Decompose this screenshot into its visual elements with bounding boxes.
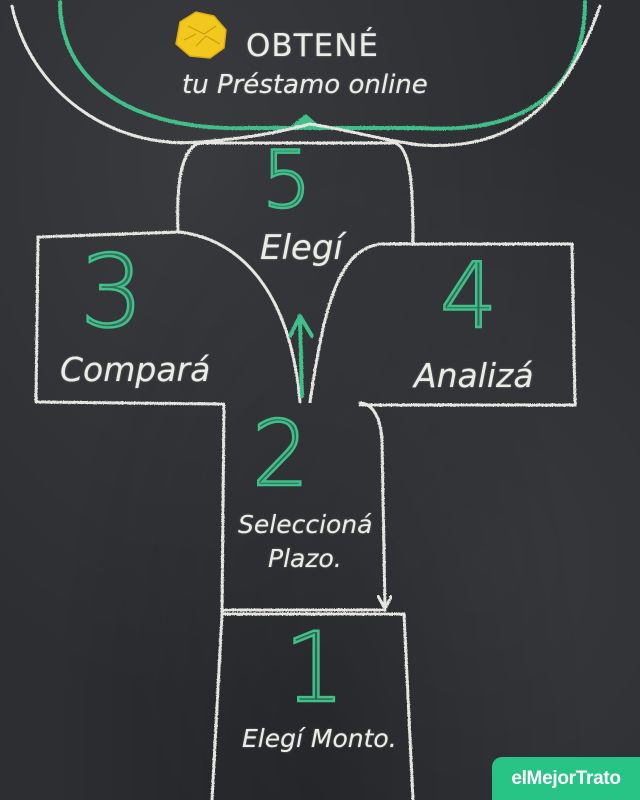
step-label-1: Elegí Monto. [242,724,397,753]
brand-logo: elMejorTrato [492,757,640,800]
step-label-3: Compará [60,350,211,389]
box-step-1 [210,612,415,800]
step-label-2-line-1: Seleccioná [238,510,373,539]
step-arrow-2-to-5 [288,314,314,398]
box-2-arrowhead [376,594,393,613]
step-number-5: 5 [261,136,313,226]
step-label-5: Elegí [260,228,343,268]
box-step-3 [34,230,302,406]
step-number-2: 2 [251,402,311,507]
step-number-3: 3 [79,233,145,350]
goal-outline [10,4,602,148]
step-label-4: Analizá [414,356,534,395]
step-number-1: 1 [283,612,347,724]
box-step-5 [176,141,415,244]
box-step-2 [220,401,387,614]
goal-subtitle: tu Préstamo online [182,70,428,100]
box-step-4 [308,242,577,407]
step-label-2-line-2: Plazo. [268,544,342,573]
goal-title: OBTENÉ [246,28,379,64]
goal-arc [58,0,587,131]
step-number-4: 4 [439,244,499,349]
crumpled-paper-icon [175,11,227,59]
